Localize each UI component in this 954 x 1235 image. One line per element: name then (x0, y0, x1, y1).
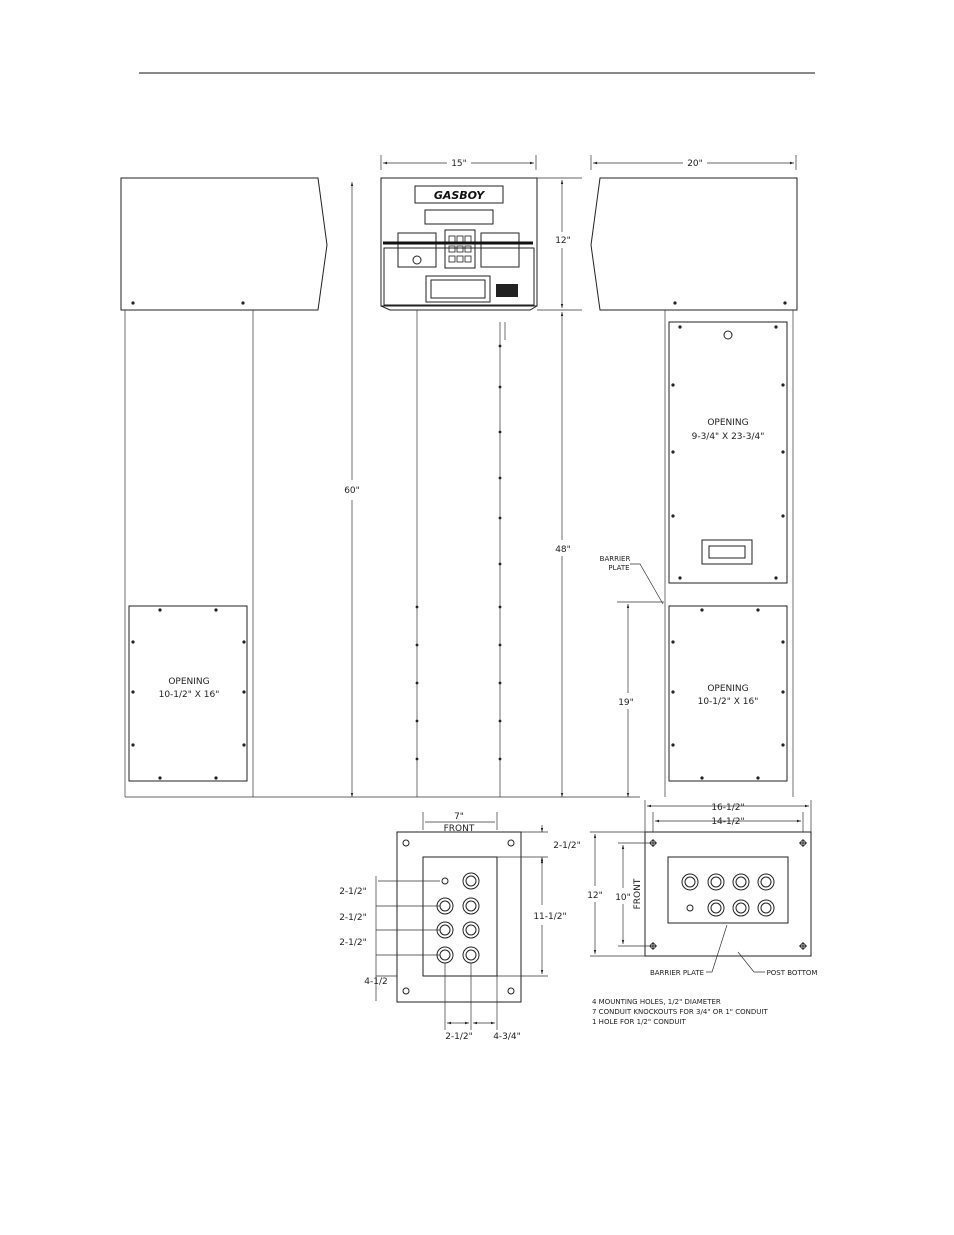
right-top-opening-size: 9-3/4" X 23-3/4" (692, 432, 765, 442)
dim-15-label: 15" (451, 159, 467, 169)
right-bottom-opening-label: OPENING (707, 684, 748, 694)
note-1: 4 MOUNTING HOLES, 1/2" DIAMETER (592, 998, 721, 1006)
left-head-outline (120, 177, 328, 311)
dim-12-48: 12" 48" (537, 177, 582, 797)
left-top-offset: 2-1/2" (553, 841, 581, 851)
left-opening-size: 10-1/2" X 16" (159, 690, 220, 700)
right-base-plate: 16-1/2" 14-1/2" 12" (587, 800, 817, 1026)
note-2: 7 CONDUIT KNOCKOUTS FOR 3/4" OR 1" CONDU… (592, 1008, 768, 1016)
keypad (444, 229, 476, 269)
right-plate-front-label: FRONT (633, 878, 643, 909)
right-plate-inner (667, 856, 789, 924)
dim-60: 60" (344, 182, 360, 797)
right-plate-outline (644, 831, 812, 957)
brand-plate (414, 185, 504, 204)
right-head-outline (590, 177, 798, 311)
main-display (424, 209, 494, 225)
right-plate-width-16-label: 16-1/2" (711, 803, 744, 813)
right-plate-width-14-label: 14-1/2" (711, 817, 744, 827)
left-spacing-2: 2-1/2" (339, 913, 367, 923)
dim-48-label: 48" (555, 545, 571, 555)
left-bottom-dim-right: 4-3/4" (493, 1032, 521, 1042)
left-side-view: OPENING 10-1/2" X 16" (120, 177, 328, 798)
dim-19-label: 19" (618, 698, 634, 708)
dim-12-label: 12" (555, 236, 571, 246)
left-opening-panel (128, 605, 248, 782)
right-top-opening-label: OPENING (707, 418, 748, 428)
left-plate-front-label: FRONT (444, 824, 475, 834)
left-plate-outline (396, 831, 522, 1003)
left-plate-width-label: 7" (454, 812, 464, 822)
right-plate-height-12-label: 12" (587, 891, 603, 901)
receipt-slot (425, 275, 491, 303)
left-height-label: 11-1/2" (533, 912, 566, 922)
barrier-plate-label-1: BARRIER (600, 555, 631, 563)
right-side-view: 20" OPENING 9-3/4" X 23-3/4" OPENING 10-… (590, 155, 798, 797)
barrier-plate-label-2: PLATE (608, 564, 629, 572)
post-bottom-label: POST BOTTOM (767, 969, 818, 977)
left-spacing-1: 2-1/2" (339, 887, 367, 897)
dispenser-head (380, 177, 538, 307)
left-spacing-3: 2-1/2" (339, 938, 367, 948)
dim-20-label: 20" (687, 159, 703, 169)
right-bottom-opening-panel (668, 605, 788, 782)
card-reader (496, 284, 518, 297)
note-3: 1 HOLE FOR 1/2" CONDUIT (592, 1018, 687, 1026)
left-bottom-dim-left: 2-1/2" (445, 1032, 473, 1042)
left-bottom-offset: 4-1/2 (364, 977, 387, 987)
center-front-view: 15" GASBOY (273, 155, 640, 798)
right-plate-height-10-label: 10" (615, 893, 631, 903)
left-plate-inner (422, 856, 498, 977)
left-opening-label: OPENING (168, 677, 209, 687)
dim-60-label: 60" (344, 486, 360, 496)
right-bottom-opening-size: 10-1/2" X 16" (698, 697, 759, 707)
handle (701, 539, 753, 565)
left-base-plate: 7" FRONT 2-1/2" 2-1/2" 2-1/2" 4-1/2 (339, 812, 581, 1042)
right-top-opening-panel (668, 321, 788, 584)
brand-text: GASBOY (434, 189, 485, 202)
right-barrier-plate-label: BARRIER PLATE (650, 969, 704, 977)
